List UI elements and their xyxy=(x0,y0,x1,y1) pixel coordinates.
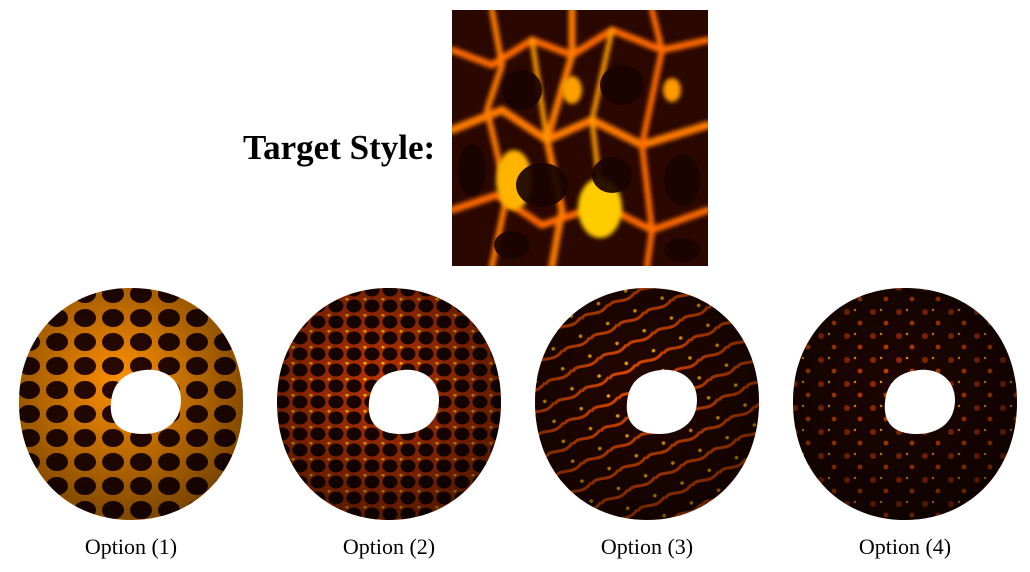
option-1-caption: Option (1) xyxy=(84,534,178,559)
option-4-caption: Option (4) xyxy=(858,534,952,559)
option-2-torus xyxy=(273,282,505,524)
target-style-image xyxy=(452,10,708,266)
option-2-caption: Option (2) xyxy=(342,534,436,559)
option-4-torus xyxy=(789,282,1021,524)
option-1-torus xyxy=(15,282,247,524)
option-3-caption: Option (3) xyxy=(600,534,694,559)
target-style-label: Target Style: xyxy=(243,128,436,167)
option-3-torus xyxy=(531,282,763,524)
